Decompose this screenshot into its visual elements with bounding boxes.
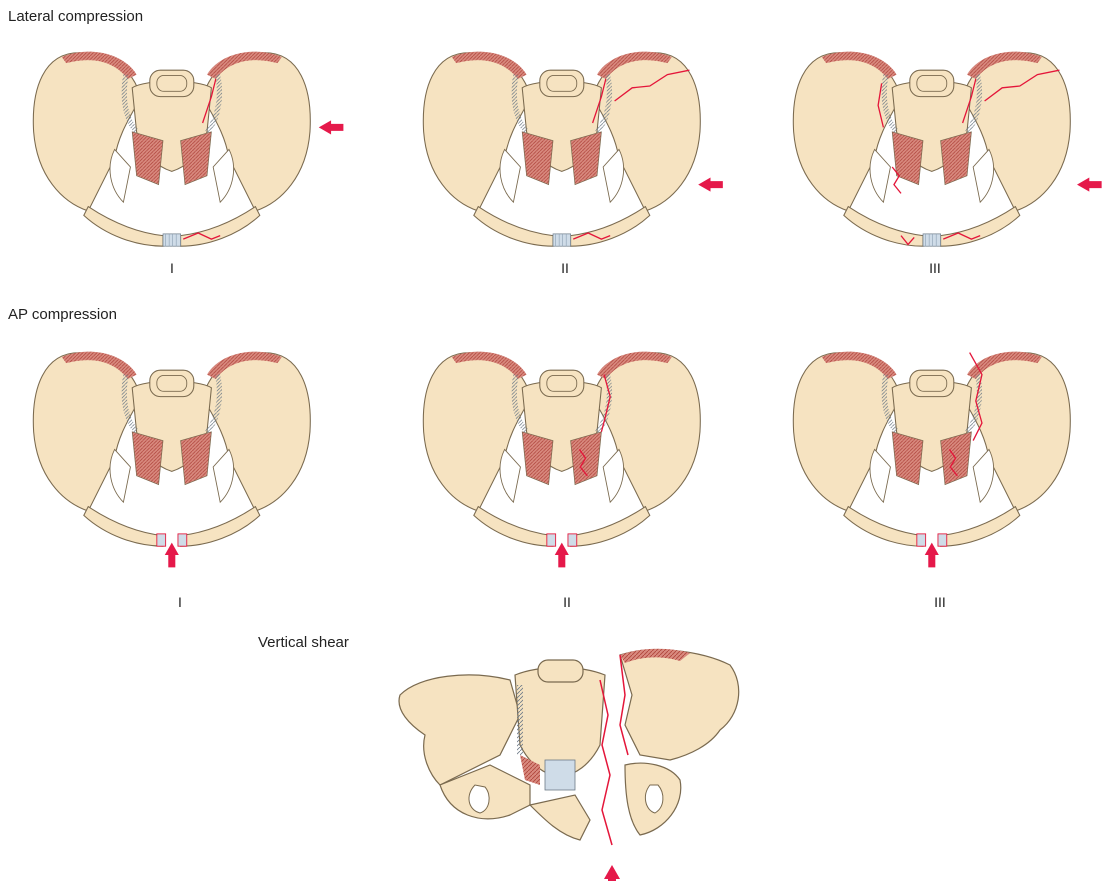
arrow-left-icon — [1077, 178, 1102, 192]
ap-compression-panel-3 — [760, 335, 1115, 555]
panel-label-lc1: I — [142, 260, 202, 276]
pelvis-diagram-ap2 — [390, 335, 760, 555]
lateral-compression-panel-3 — [760, 35, 1115, 255]
panel-label-ap3: III — [910, 594, 970, 610]
panel-label-lc2: II — [535, 260, 595, 276]
panel-label-ap2: II — [537, 594, 597, 610]
arrow-up-icon — [604, 865, 620, 881]
panel-label-ap1: I — [150, 594, 210, 610]
pelvis-diagram-lc2 — [390, 35, 760, 255]
arrow-left-icon — [319, 120, 344, 134]
pelvis-diagram-ap1 — [0, 335, 370, 555]
ap-compression-panel-2 — [390, 335, 760, 555]
pelvis-diagram-ap3 — [760, 335, 1115, 555]
arrow-up-icon — [555, 543, 569, 568]
section-title-lateral-compression: Lateral compression — [8, 8, 143, 25]
ap-compression-panel-1 — [0, 335, 370, 555]
pelvis-diagram-lc3 — [760, 35, 1115, 255]
arrow-left-icon — [698, 178, 723, 192]
lateral-compression-panel-1 — [0, 35, 370, 255]
pelvis-diagram-lc1 — [0, 35, 370, 255]
pelvis-diagram-vertical-shear — [380, 635, 760, 875]
lateral-compression-panel-2 — [390, 35, 760, 255]
section-title-ap-compression: AP compression — [8, 306, 117, 323]
vertical-shear-panel — [380, 635, 760, 875]
panel-label-lc3: III — [905, 260, 965, 276]
arrow-up-icon — [165, 543, 179, 568]
section-title-vertical-shear: Vertical shear — [258, 634, 349, 651]
arrow-up-icon — [925, 543, 939, 568]
